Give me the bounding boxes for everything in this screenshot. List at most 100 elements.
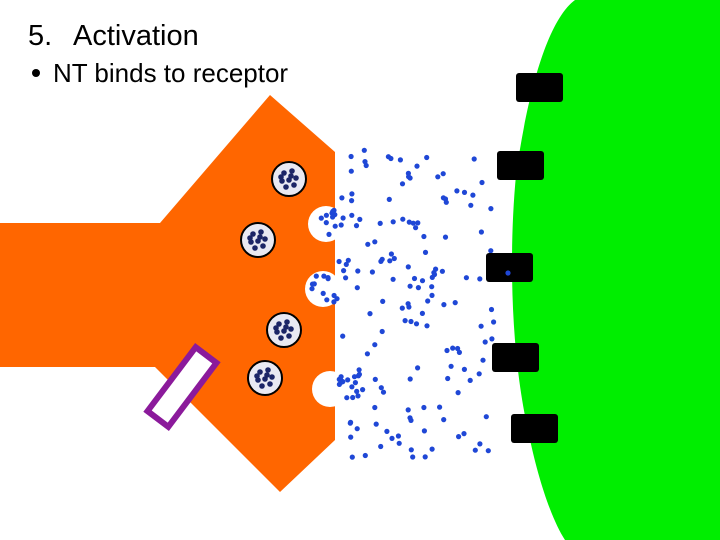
neurotransmitter-dot xyxy=(354,285,360,291)
release-pocket xyxy=(305,271,341,307)
neurotransmitter-dot xyxy=(414,163,420,169)
neurotransmitter-dot xyxy=(339,195,345,201)
neurotransmitter-dot xyxy=(405,301,411,307)
neurotransmitter-dot xyxy=(413,321,420,327)
neurotransmitter-dot xyxy=(488,306,495,313)
neurotransmitter-dot xyxy=(488,206,494,212)
neurotransmitter-dot xyxy=(456,349,462,355)
neurotransmitter-dot xyxy=(321,273,327,279)
neurotransmitter-dot xyxy=(440,195,446,201)
neurotransmitter-dot xyxy=(461,189,468,195)
neurotransmitter-dot xyxy=(456,434,462,440)
neurotransmitter-dot xyxy=(441,417,447,423)
neurotransmitter-dot xyxy=(467,377,473,383)
neurotransmitter-dot xyxy=(388,155,394,162)
neurotransmitter-dot xyxy=(483,414,489,420)
neurotransmitter-dot xyxy=(429,284,435,290)
neurotransmitter-dot xyxy=(349,191,355,197)
neurotransmitter-dot xyxy=(406,219,412,225)
neurotransmitter-dot xyxy=(435,174,441,180)
receptors xyxy=(486,73,563,443)
step-number: 5. xyxy=(28,20,53,52)
synaptic-vesicle-icon xyxy=(240,222,276,258)
neurotransmitter-dot xyxy=(357,216,363,222)
neurotransmitter-dot xyxy=(425,298,431,304)
receptor-icon xyxy=(511,414,558,443)
neurotransmitter-dot xyxy=(318,215,324,221)
neurotransmitter-dot xyxy=(448,363,454,369)
neurotransmitter-dot xyxy=(477,276,483,282)
neurotransmitter-dot xyxy=(477,441,483,447)
neurotransmitter-dot xyxy=(422,249,429,255)
synaptic-vesicles xyxy=(240,161,307,396)
neurotransmitter-dot xyxy=(320,290,326,296)
neurotransmitter-dot xyxy=(402,318,408,324)
neurotransmitter-dot xyxy=(399,305,405,311)
neurotransmitter-dot xyxy=(372,342,378,348)
bullet-text: NT binds to receptor xyxy=(53,58,289,88)
neurotransmitter-dot xyxy=(482,339,488,345)
neurotransmitter-dot xyxy=(341,268,347,274)
neurotransmitter-dot xyxy=(437,404,443,410)
neurotransmitter-dot xyxy=(373,421,379,427)
bullet-dot-icon xyxy=(32,69,40,78)
neurotransmitter-dot xyxy=(452,300,458,306)
neurotransmitter-dot xyxy=(353,223,360,229)
neurotransmitter-dot xyxy=(348,168,354,174)
neurotransmitter-dot xyxy=(379,328,385,335)
slide-text: 5. Activation NT binds to receptor xyxy=(28,18,288,90)
neurotransmitter-dot xyxy=(345,257,351,263)
neurotransmitter-dot xyxy=(332,223,338,229)
neurotransmitter-dot xyxy=(349,198,355,204)
neurotransmitter-dot xyxy=(309,281,316,287)
postsynaptic-cell xyxy=(512,0,720,540)
neurotransmitter-dot xyxy=(356,367,362,373)
neurotransmitter-dot xyxy=(390,219,396,225)
neurotransmitter-dot xyxy=(424,323,430,329)
neurotransmitter-dot xyxy=(323,220,329,226)
neurotransmitter-dot xyxy=(397,157,403,163)
release-sites xyxy=(305,206,348,407)
neurotransmitter-dot xyxy=(354,426,360,432)
neurotransmitter-dot xyxy=(421,404,427,411)
neurotransmitter-dot xyxy=(395,433,401,439)
neurotransmitter-dot xyxy=(408,447,414,453)
synaptic-vesicle-icon xyxy=(271,161,307,197)
neurotransmitter-dot xyxy=(340,333,346,339)
neurotransmitter-dot xyxy=(413,225,419,231)
neurotransmitter-dot xyxy=(330,208,336,214)
neurotransmitter-dot xyxy=(331,292,337,299)
neurotransmitter-dot xyxy=(410,220,416,226)
neurotransmitter-dot xyxy=(361,147,367,153)
neurotransmitter-dot xyxy=(380,298,386,304)
ion-channel-icon xyxy=(143,343,221,431)
neurotransmitter-dot xyxy=(388,251,394,257)
neurotransmitter-dot xyxy=(463,275,469,281)
neurotransmitter-dot xyxy=(326,231,332,237)
slide-title: Activation xyxy=(73,20,199,52)
neurotransmitter-dot xyxy=(363,162,369,169)
neurotransmitter-dot xyxy=(345,377,351,383)
neurotransmitter-dot xyxy=(355,393,361,399)
neurotransmitter-dot xyxy=(415,365,421,371)
neurotransmitter-dot xyxy=(479,179,485,186)
neurotransmitter-dot xyxy=(400,216,406,222)
neurotransmitter-dot xyxy=(365,241,371,247)
neurotransmitter-dot xyxy=(338,222,344,228)
neurotransmitter-dot xyxy=(369,269,375,275)
receptor-icon xyxy=(497,151,544,180)
neurotransmitter-dot xyxy=(355,268,361,274)
neurotransmitter-dot xyxy=(348,434,354,440)
neurotransmitter-dot xyxy=(372,239,378,245)
neurotransmitter-dot xyxy=(372,404,378,411)
neurotransmitter-dot xyxy=(396,440,402,446)
neurotransmitter-dot xyxy=(340,215,346,221)
neurotransmitter-dot xyxy=(480,357,486,363)
neurotransmitter-dot xyxy=(336,258,342,265)
neurotransmitter-dot xyxy=(377,220,383,226)
neurotransmitter-dot xyxy=(476,371,482,377)
neurotransmitter-dot xyxy=(455,390,461,396)
receptor-icon xyxy=(486,253,533,282)
receptor-icon xyxy=(516,73,563,102)
